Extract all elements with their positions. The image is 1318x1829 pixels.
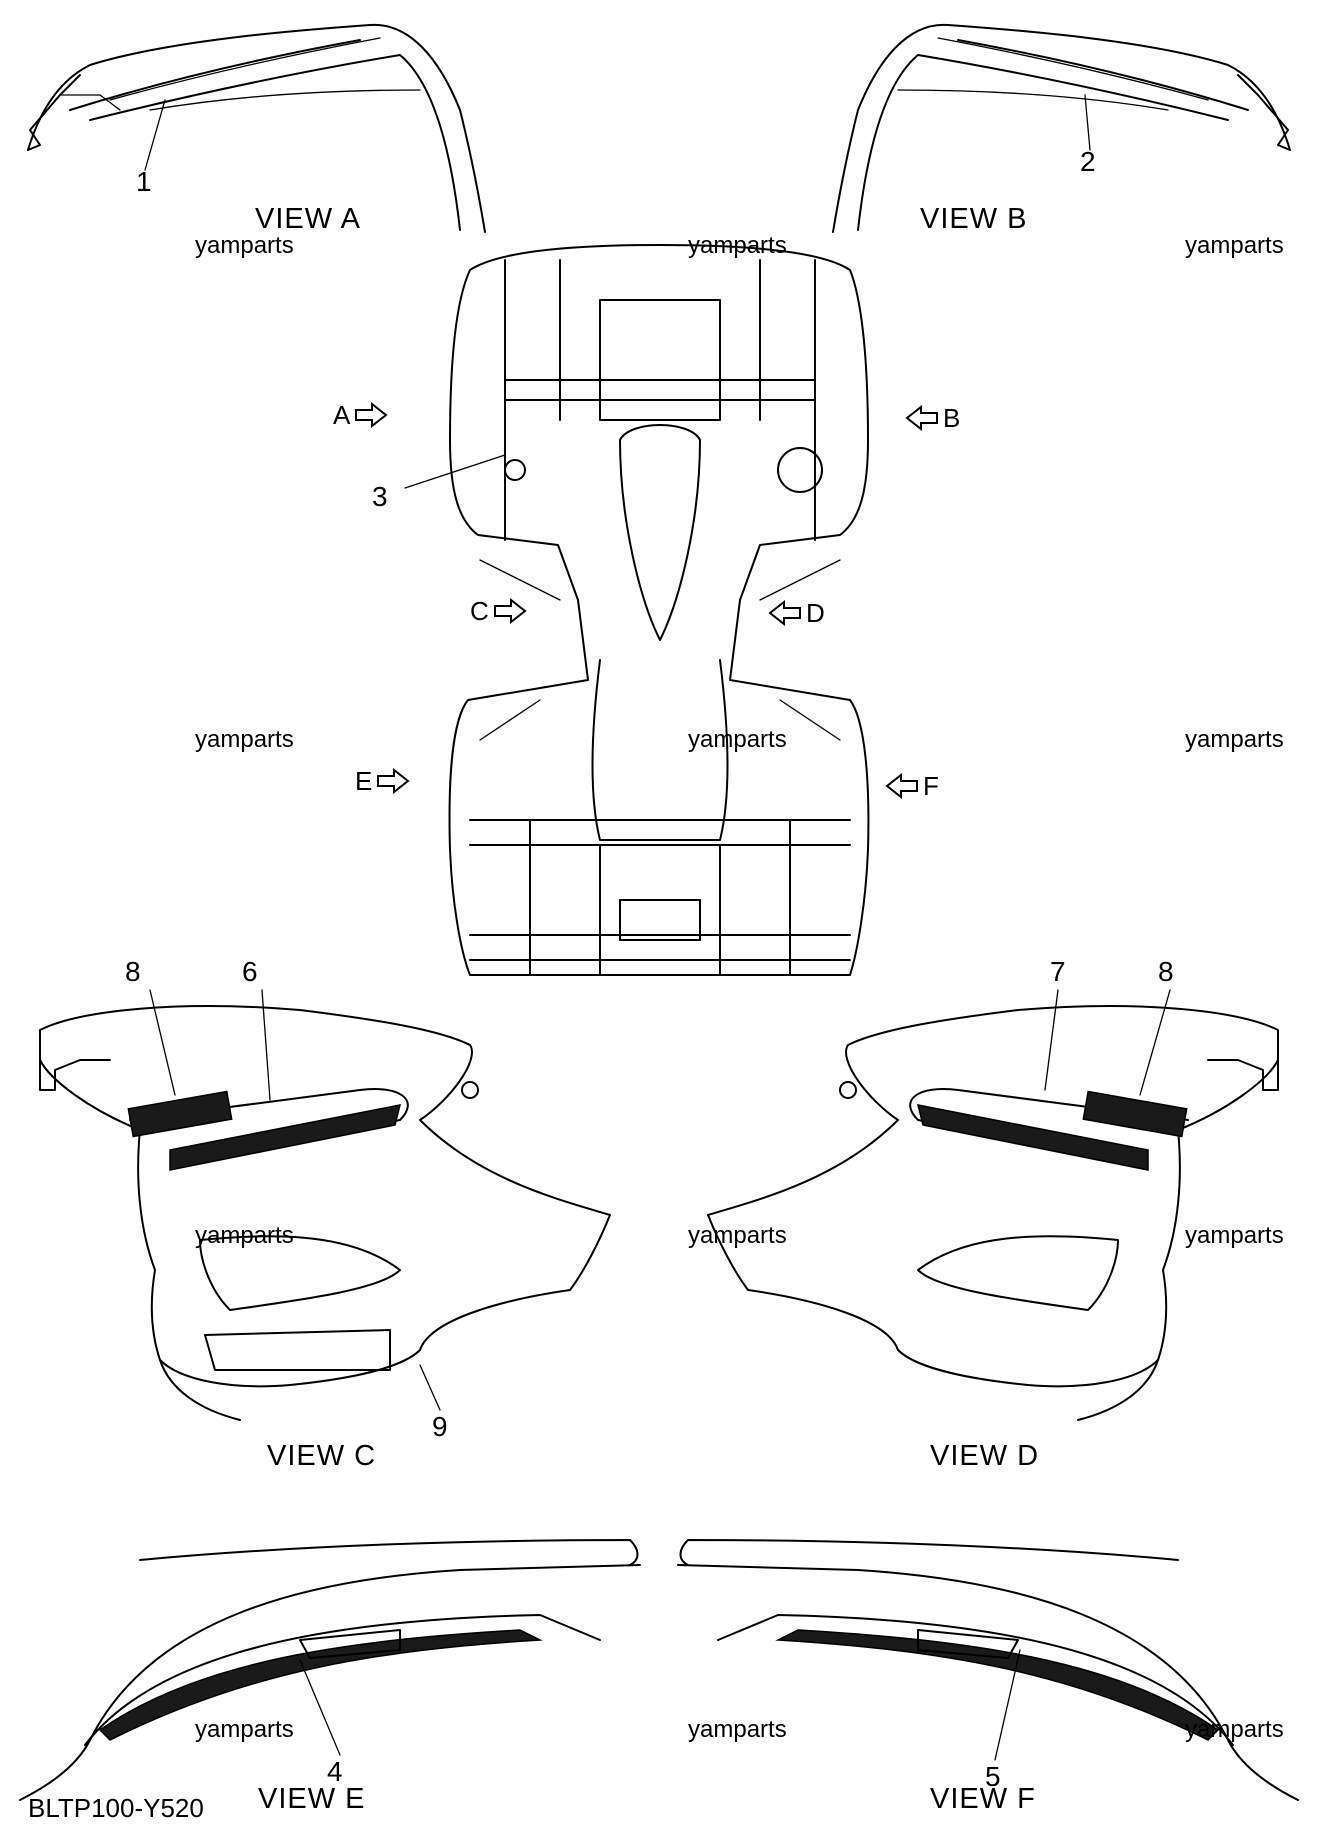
arrow-d-letter: D [806, 598, 825, 628]
callout-8-left: 8 [125, 956, 141, 987]
arrow-right-icon [355, 402, 388, 428]
watermark: yamparts [195, 1222, 294, 1249]
arrow-c: C [470, 598, 527, 624]
arrow-right-icon [377, 768, 410, 794]
view-d-title: VIEW D [930, 1440, 1040, 1472]
view-a-fender [27, 23, 486, 233]
watermark: yamparts [688, 232, 787, 259]
arrow-c-letter: C [470, 596, 489, 626]
atv-top-view [448, 244, 870, 976]
arrow-right-icon [493, 598, 527, 624]
arrow-f: F [885, 773, 939, 799]
callout-2: 2 [1080, 146, 1096, 177]
watermark: yamparts [1185, 726, 1284, 753]
view-e-title: VIEW E [258, 1783, 366, 1815]
view-b-title: VIEW B [920, 203, 1028, 235]
watermark: yamparts [195, 1716, 294, 1743]
view-b-fender [832, 23, 1291, 233]
watermark: yamparts [1185, 232, 1284, 259]
callout-1: 1 [136, 166, 152, 197]
arrow-f-letter: F [923, 771, 939, 801]
arrow-e-letter: E [355, 766, 373, 796]
arrow-a-letter: A [333, 400, 351, 430]
callout-4: 4 [327, 1756, 343, 1787]
arrow-b-letter: B [943, 403, 961, 433]
watermark: yamparts [688, 1716, 787, 1743]
arrow-a: A [333, 402, 388, 428]
watermark: yamparts [195, 726, 294, 753]
callout-5: 5 [985, 1761, 1001, 1792]
view-f-title: VIEW F [930, 1783, 1036, 1815]
view-c-title: VIEW C [267, 1440, 377, 1472]
callout-6: 6 [242, 956, 258, 987]
callout-9: 9 [432, 1411, 448, 1442]
arrow-left-icon [885, 773, 918, 799]
leader-lines [144, 94, 1171, 1761]
arrow-left-icon [768, 600, 801, 626]
watermark: yamparts [1185, 1716, 1284, 1743]
view-a-title: VIEW A [255, 203, 361, 235]
watermark: yamparts [688, 1222, 787, 1249]
arrow-e: E [355, 768, 410, 794]
view-d-body [707, 1005, 1279, 1421]
callout-3: 3 [372, 481, 388, 512]
callout-7: 7 [1050, 956, 1066, 987]
arrow-d: D [768, 600, 825, 626]
callout-8-right: 8 [1158, 956, 1174, 987]
watermark: yamparts [195, 232, 294, 259]
arrow-b: B [905, 405, 960, 431]
watermark: yamparts [688, 726, 787, 753]
view-f-fender [677, 1539, 1299, 1801]
diagram-code: BLTP100-Y520 [28, 1793, 204, 1823]
watermark: yamparts [1185, 1222, 1284, 1249]
arrow-left-icon [905, 405, 938, 431]
view-c-body [39, 1005, 611, 1421]
view-e-fender [19, 1539, 641, 1801]
